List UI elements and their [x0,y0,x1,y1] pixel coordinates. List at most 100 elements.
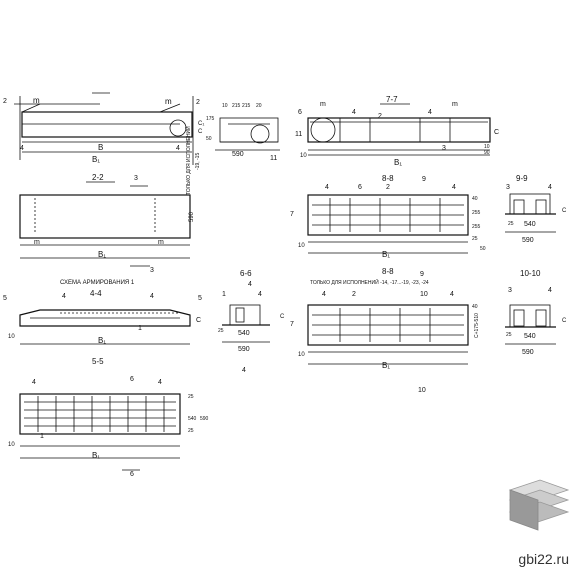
label-50b: 50 [480,246,486,252]
label-m6: m [158,239,164,246]
label-10f: 10 [420,291,428,298]
label-2e: 2 [352,291,356,298]
label-2c: 2 [378,113,382,120]
only-variants-vertical: ТОЛЬКО ДЛЯ ИСПОЛНЕНИЙ [184,126,192,195]
label-B1-c: B₁ [98,250,106,259]
label-B1-f: B₁ [382,361,390,370]
label-90: 90 [484,150,490,156]
label-590-b: 590 [189,211,195,222]
label-B1-g: B₁ [92,451,100,460]
label-590-e: 590 [522,349,534,356]
label-10e: 10 [8,334,15,340]
title-10-10: 10-10 [520,269,541,278]
label-4j: 4 [248,281,252,288]
label-4k: 4 [258,291,262,298]
label-4d: 4 [428,109,432,116]
label-4a: 4 [20,145,24,152]
label-215b: 215 [242,103,251,109]
label-215: 215 [232,103,241,109]
label-c-d: C [196,317,201,324]
scheme-title: СХЕМА АРМИРОВАНИЯ 1 [60,280,135,286]
label-c-e: C [280,314,285,320]
label-40a: 40 [472,196,478,202]
label-10d: 10 [298,243,305,249]
label-590-f: 590 [200,416,209,422]
label-B1-d: B₁ [382,250,390,259]
label-175: 175 [206,116,215,122]
label-m4: m [452,101,458,108]
only-variants-vertical-2: -19, -15 [195,153,201,170]
label-4q: 4 [158,379,162,386]
watermark: gbi22.ru [518,551,569,567]
section-4-4: СХЕМА АРМИРОВАНИЯ 1 4-4 5 5 4 4 1 C 10 B… [3,280,202,345]
label-c-c: C [562,208,567,214]
label-3e: 3 [508,287,512,294]
label-25a: 25 [472,236,478,242]
label-540-b: 540 [238,330,250,337]
label-c-f: C [562,318,567,324]
label-10b: 10 [300,153,307,159]
section-8-8-bottom: 8-8 9 ТОЛЬКО ДЛЯ ИСПОЛНЕНИЙ -14, -17...-… [290,267,480,394]
label-4g: 4 [548,184,552,191]
label-4h: 4 [62,293,66,300]
label-590-c: 590 [522,237,534,244]
section-5-5: 5-5 4 6 4 1 25 540 590 25 10 B₁ 6 [8,357,209,478]
label-25d: 25 [506,332,512,338]
label-m3: m [320,101,326,108]
label-m5: m [34,239,40,246]
label-11b: 11 [295,131,302,138]
label-25c: 25 [218,328,224,334]
label-6a: 6 [298,109,302,116]
label-3d: 3 [506,184,510,191]
label-540-c: 540 [524,333,536,340]
label-4i: 4 [150,293,154,300]
label-10c: 10 [484,144,490,150]
label-3c: 3 [150,267,154,274]
only-variants-horizontal: ТОЛЬКО ДЛЯ ИСПОЛНЕНИЙ -14, -17...-19, -2… [310,278,429,286]
detail-cross-section: 10 215 215 20 590 11 [215,103,280,162]
label-c1: C₁ [198,121,204,127]
label-4l: 4 [242,367,246,374]
section-10-10: 10-10 3 4 C 25 540 590 [505,269,567,356]
label-50: 50 [206,136,212,142]
label-9a: 9 [422,176,426,183]
section-9-9: 9-9 3 4 C 25 540 590 [505,174,567,244]
label-3a: 3 [442,145,446,152]
title-5-5: 5-5 [92,357,104,366]
label-B: B [98,143,103,152]
label-6d: 6 [130,471,134,478]
title-7-7: 7-7 [386,95,398,104]
label-4b: 4 [176,145,180,152]
elevation-view: 2 m m 4 4 B B₁ 2 C₁ C 175 50 ТОЛЬКО ДЛЯ … [3,92,215,195]
label-25f: 25 [188,428,194,434]
label-1c: 1 [40,433,44,440]
label-10g: 10 [298,352,305,358]
label-B1-b: B₁ [394,158,402,167]
label-2d: 2 [386,184,390,191]
label-590-a: 590 [232,151,244,158]
label-c-b: C [494,129,499,136]
label-4o: 4 [548,287,552,294]
label-4m: 4 [322,291,326,298]
label-2b: 2 [196,99,200,106]
label-255: 255 [472,210,481,216]
label-4p: 4 [32,379,36,386]
label-6c: 6 [130,376,134,383]
label-40b: 40 [472,304,478,310]
label-4f: 4 [452,184,456,191]
section-6-6: 6-6 1 4 4 C 25 540 590 4 [218,269,285,374]
label-4e: 4 [325,184,329,191]
label-c-a: C [198,129,203,135]
label-11: 11 [270,155,277,162]
section-7-7: 7-7 6 m m 4 2 4 11 C 3 10 B₁ 90 10 [295,95,499,167]
label-m2: m [165,97,172,106]
label-2a: 2 [3,98,7,105]
title-9-9: 9-9 [516,174,528,183]
label-5b: 5 [198,295,202,302]
label-590-d: 590 [238,346,250,353]
label-7a: 7 [290,211,294,218]
label-255b: 255 [472,224,481,230]
label-m1: m [33,96,40,105]
